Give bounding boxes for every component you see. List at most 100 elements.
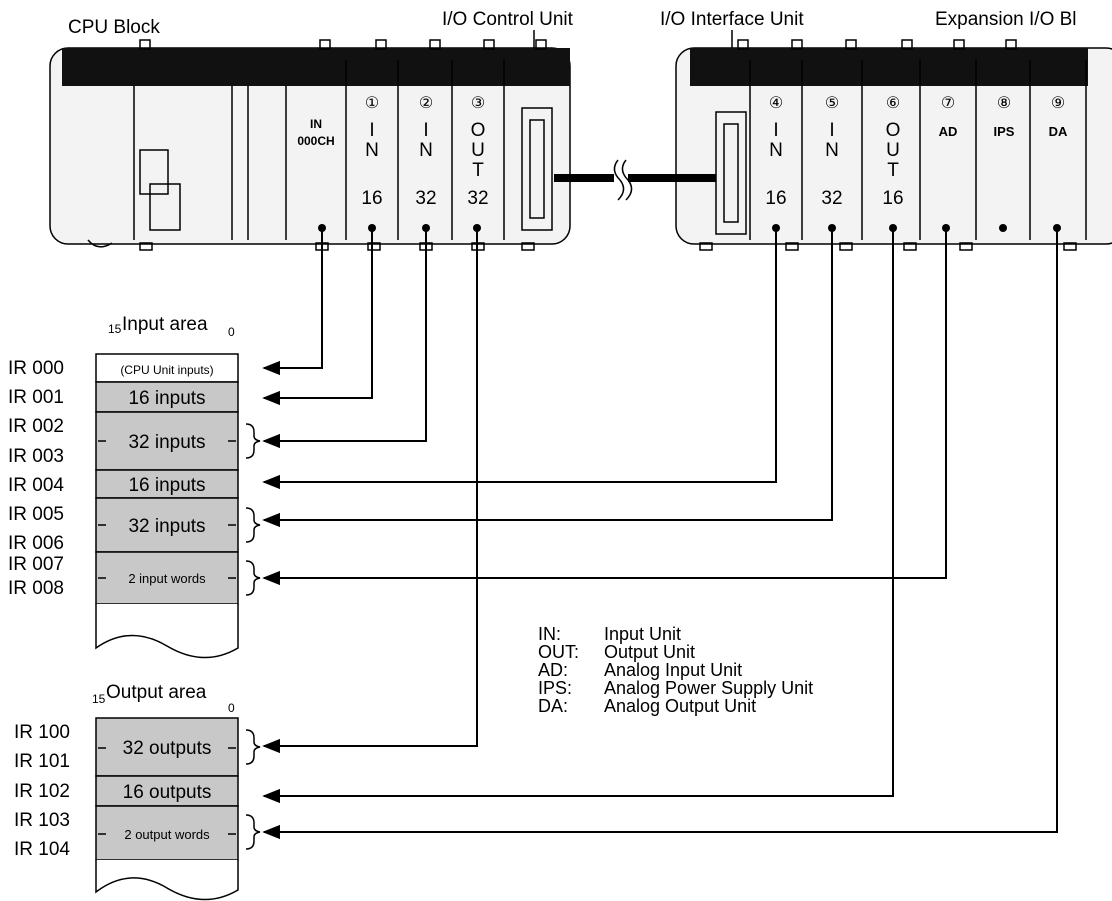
expansion-cable: [554, 159, 716, 201]
slot-type-9-0: DA: [1049, 124, 1068, 139]
input-word-1: IR 001: [8, 387, 64, 408]
slot-type-6-0: O: [886, 120, 901, 141]
output-word-3: IR 103: [14, 810, 70, 831]
slot-points-1: 16: [361, 188, 382, 209]
slot-number-1: ①: [365, 95, 379, 112]
slot-number-4: ④: [769, 95, 783, 112]
legend-desc-2: Analog Input Unit: [604, 660, 742, 680]
slot-labels: ①IN16②IN32③OUT32④IN16⑤IN32⑥OUT16⑦AD⑧IPS⑨…: [361, 95, 1068, 209]
wire-slot9: [262, 228, 1058, 840]
slot-points-4: 16: [765, 188, 786, 209]
wire-slot2: [262, 228, 427, 449]
slot-points-2: 32: [415, 188, 436, 209]
slot-type-2-0: I: [423, 120, 428, 141]
input-cell-analog-text: 2 input words: [128, 571, 206, 586]
io-interface-connector: [715, 111, 747, 235]
slot-number-9: ⑨: [1051, 95, 1065, 112]
legend-desc-0: Input Unit: [604, 624, 681, 644]
output-word-4: IR 104: [14, 839, 70, 860]
expansion-block-title: Expansion I/O Bl: [935, 9, 1077, 30]
legend-desc-1: Output Unit: [604, 642, 695, 662]
slot-type-5-1: N: [825, 140, 839, 161]
input-area-title: Input area: [122, 314, 208, 335]
input-word-4: IR 004: [8, 475, 64, 496]
input-word-0: IR 000: [8, 358, 64, 379]
slot-type-3-0: O: [471, 120, 486, 141]
input-area: 15 Input area 0 (CPU Unit inputs) 16 inp…: [8, 314, 239, 659]
allocation-braces: [245, 423, 261, 850]
slot-type-3-2: T: [472, 160, 484, 181]
input-word-3: IR 003: [8, 446, 64, 467]
slot-type-8-0: IPS: [994, 124, 1015, 139]
slot-number-3: ③: [471, 95, 485, 112]
slot-number-6: ⑥: [886, 95, 900, 112]
legend-abbr-0: IN:: [538, 624, 561, 644]
expansion-block-rack: [675, 39, 1112, 251]
input-cell-16b-text: 16 inputs: [128, 475, 205, 496]
output-word-0: IR 100: [14, 722, 70, 743]
output-word-2: IR 102: [14, 781, 70, 802]
input-word-7: IR 007: [8, 554, 64, 575]
slot-points-6: 16: [882, 188, 903, 209]
wire-slot6: [262, 228, 894, 804]
cpu-input-label-2: 000CH: [297, 134, 334, 148]
slot-type-5-0: I: [829, 120, 834, 141]
output-cell-16-text: 16 outputs: [123, 782, 212, 803]
slot-type-4-0: I: [773, 120, 778, 141]
input-area-bit-low: 0: [228, 325, 235, 339]
slot-number-7: ⑦: [941, 95, 955, 112]
wire-cpu-inputs: [262, 228, 323, 376]
legend-desc-4: Analog Output Unit: [604, 696, 756, 716]
slot-type-6-2: T: [887, 160, 899, 181]
cpu-rack-top-bar: [62, 48, 570, 86]
wire-slot4: [262, 228, 777, 490]
connection-wires: [262, 228, 1058, 840]
io-interface-unit-title: I/O Interface Unit: [660, 9, 804, 30]
output-word-1: IR 101: [14, 751, 70, 772]
slot-type-1-1: N: [365, 140, 379, 161]
wire-slot3: [262, 228, 478, 754]
slot-type-2-1: N: [419, 140, 433, 161]
output-cell-analog: [95, 805, 239, 861]
input-cell-cpu: [95, 353, 239, 383]
output-area-bit-high: 15: [92, 692, 106, 706]
input-cell-32a: [95, 411, 239, 471]
cpu-input-label-1: IN: [310, 117, 322, 131]
slot-type-7-0: AD: [939, 124, 958, 139]
slot-points-3: 32: [467, 188, 488, 209]
legend-abbr-3: IPS:: [538, 678, 572, 698]
cpu-display-panel: [139, 149, 169, 195]
input-area-break: [95, 604, 239, 659]
input-cell-32b: [95, 497, 239, 553]
input-cell-32b-text: 32 inputs: [128, 516, 205, 537]
output-area-break: [95, 860, 239, 901]
slot-number-5: ⑤: [825, 95, 839, 112]
expansion-rack-top-bar: [690, 48, 1088, 86]
input-word-6: IR 006: [8, 533, 64, 554]
cpu-block-rack: IN 000CH: [49, 39, 571, 251]
slot-number-2: ②: [419, 95, 433, 112]
input-cell-16b: [95, 469, 239, 499]
legend-desc-3: Analog Power Supply Unit: [604, 678, 813, 698]
output-cell-32-text: 32 outputs: [123, 738, 212, 759]
legend-abbr-2: AD:: [538, 660, 568, 680]
input-cell-cpu-text: (CPU Unit inputs): [120, 363, 213, 377]
wire-slot5: [262, 228, 833, 528]
legend-abbr-4: DA:: [538, 696, 568, 716]
input-cell-32a-text: 32 inputs: [128, 432, 205, 453]
input-area-bit-high: 15: [108, 322, 122, 336]
cpu-block-title: CPU Block: [68, 17, 160, 38]
output-cell-analog-text: 2 output words: [124, 827, 210, 842]
slot-number-8: ⑧: [997, 95, 1011, 112]
cpu-memory-panel: [149, 183, 181, 231]
wire-slot7: [262, 228, 947, 586]
input-word-5: IR 005: [8, 504, 64, 525]
slot-type-4-1: N: [769, 140, 783, 161]
wire-slot1: [262, 228, 373, 406]
input-word-2: IR 002: [8, 416, 64, 437]
slot-type-3-1: U: [471, 140, 485, 161]
slot-type-1-0: I: [369, 120, 374, 141]
legend-abbr-1: OUT:: [538, 642, 579, 662]
output-area: 15 Output area 0 32 outputs 16 outputs 2…: [14, 682, 239, 901]
